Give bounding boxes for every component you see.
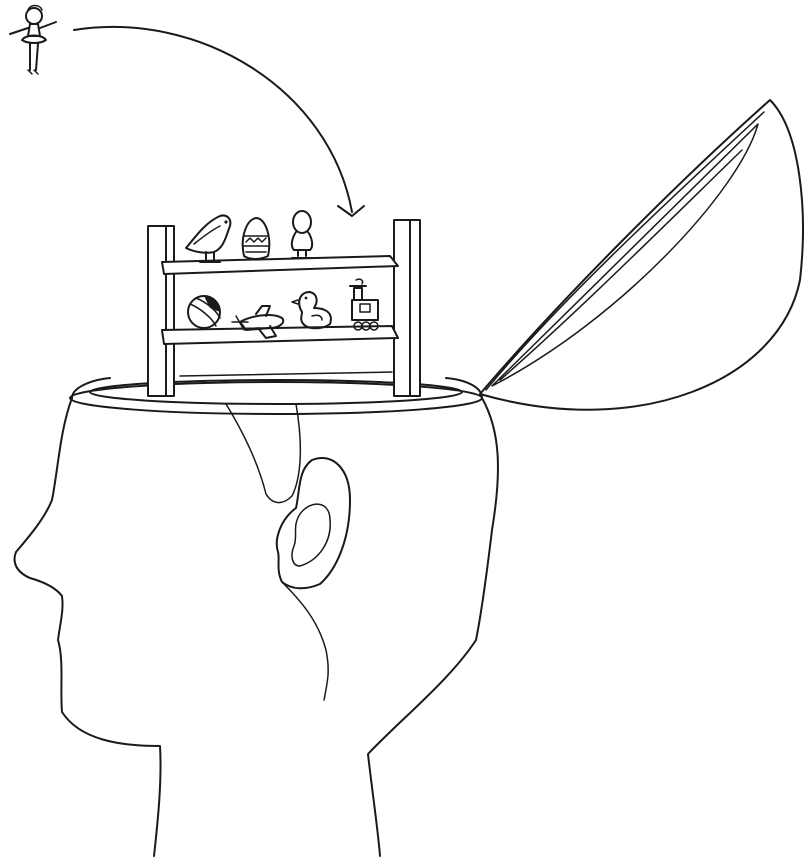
head-profile	[15, 398, 498, 856]
opened-skull-cap	[480, 100, 803, 410]
easter-egg	[243, 218, 270, 259]
bust-figurine	[292, 211, 312, 258]
bird-figurine	[186, 215, 230, 262]
arrow-into-head	[74, 27, 364, 216]
ballerina-figurine	[10, 6, 56, 75]
ear	[277, 458, 350, 700]
ball-toy	[188, 296, 220, 328]
rubber-duck	[292, 292, 331, 328]
toy-train	[350, 279, 378, 330]
